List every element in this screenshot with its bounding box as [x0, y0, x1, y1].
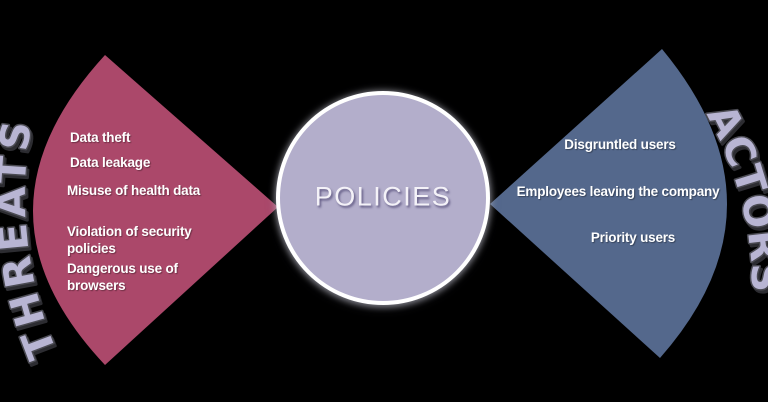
actor-item-priority-users: Priority users: [590, 230, 676, 245]
actor-item-disgruntled-users: Disgruntled users: [564, 137, 676, 152]
threat-item-dangerous-browsers: Dangerous use of browsers: [67, 261, 178, 293]
policies-label: POLICIES: [314, 181, 452, 212]
threat-item-violation-security-policies: Violation of security policies: [67, 224, 192, 256]
actor-item-employees-leaving: Employees leaving the company: [516, 184, 720, 199]
threat-item-data-theft: Data theft: [70, 130, 131, 145]
threats-fan-shape: [33, 55, 278, 365]
policies-circle: [276, 91, 490, 305]
threat-item-data-leakage: Data leakage: [70, 155, 151, 170]
threat-item-misuse-health-data: Misuse of health data: [67, 183, 201, 198]
actors-fan-shape: [490, 49, 728, 358]
